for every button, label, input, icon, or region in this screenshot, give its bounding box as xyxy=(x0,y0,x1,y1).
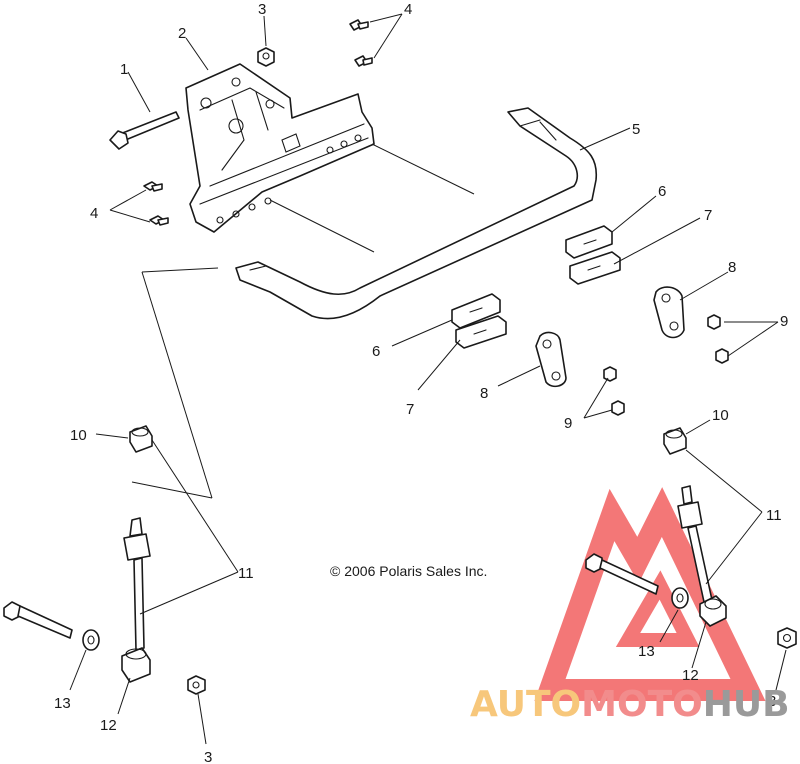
callout-5: 5 xyxy=(632,121,640,138)
end-link-right xyxy=(677,485,713,603)
callout-3-top: 3 xyxy=(258,1,266,18)
callout-2: 2 xyxy=(178,25,186,42)
link-bushing-left xyxy=(129,425,153,453)
callout-11-left: 11 xyxy=(238,565,254,582)
leader-lines xyxy=(69,13,787,745)
callout-1: 1 xyxy=(120,61,128,78)
bushing-clamp-center xyxy=(455,315,507,349)
nut-bottom-left xyxy=(187,675,206,695)
bushing-upper-right xyxy=(565,225,613,259)
stud-upper-right-2 xyxy=(354,55,373,67)
callout-10-left: 10 xyxy=(70,427,87,444)
callout-7-center: 7 xyxy=(406,401,414,418)
lower-bushing-right xyxy=(699,595,727,627)
nut-9-right-1 xyxy=(707,314,721,330)
nut-top xyxy=(257,47,275,67)
callout-12-left: 12 xyxy=(100,717,117,734)
callout-13-left: 13 xyxy=(54,695,71,712)
callout-9-center: 9 xyxy=(564,415,572,432)
stud-left-1 xyxy=(143,181,163,192)
watermark-part-moto: MOTO xyxy=(581,684,703,725)
nut-9-right-2 xyxy=(715,348,729,364)
mounting-plate-center xyxy=(535,331,567,388)
stabilizer-bar xyxy=(235,107,598,320)
callout-9-right: 9 xyxy=(780,313,788,330)
callout-8-right: 8 xyxy=(728,259,736,276)
callout-10-right: 10 xyxy=(712,407,729,424)
link-bushing-right xyxy=(663,427,687,455)
watermark-logo xyxy=(534,487,766,701)
callout-labels: 1 2 3 3 3 4 4 5 6 6 7 7 8 8 9 9 10 10 11… xyxy=(54,1,788,764)
bushing-clamp-upper-right xyxy=(569,251,621,285)
watermark-part-hub: HUB xyxy=(703,684,790,725)
callout-3-bottom-left: 3 xyxy=(204,749,212,764)
watermark-triangle-outer xyxy=(534,487,766,701)
callout-12-right: 12 xyxy=(682,667,699,684)
callout-6-center: 6 xyxy=(372,343,380,360)
nut-bottom-right xyxy=(777,627,797,649)
nut-9-center-2 xyxy=(611,400,625,416)
nut-9-center-1 xyxy=(603,366,617,382)
bolt-lower-left xyxy=(3,601,73,639)
bolt-upper xyxy=(109,111,180,150)
callout-8-center: 8 xyxy=(480,385,488,402)
stud-upper-right-1 xyxy=(349,19,369,31)
washer-right xyxy=(671,587,689,609)
watermark-part-auto: AUTO xyxy=(470,684,581,725)
copyright-notice: © 2006 Polaris Sales Inc. xyxy=(330,563,487,579)
mounting-plate-right xyxy=(653,286,685,339)
end-link-left xyxy=(123,517,151,651)
washer-left xyxy=(82,629,100,651)
stud-left-2 xyxy=(149,215,169,226)
callout-4-top: 4 xyxy=(404,1,412,18)
callout-4-left: 4 xyxy=(90,205,98,222)
callout-3-bottom-right: 3 xyxy=(768,693,776,710)
callout-6-right: 6 xyxy=(658,183,666,200)
watermark-wordmark: AUTOMOTOHUB xyxy=(470,684,790,725)
callout-11-right: 11 xyxy=(766,507,782,524)
callout-7-right: 7 xyxy=(704,207,712,224)
reference-lines xyxy=(131,267,219,499)
callout-13-right: 13 xyxy=(638,643,655,660)
bushing-center xyxy=(451,293,501,329)
lower-bushing-left xyxy=(121,647,151,683)
watermark-triangle-inner xyxy=(615,570,700,647)
mounting-bracket xyxy=(185,63,375,233)
bolt-lower-right xyxy=(585,553,659,595)
